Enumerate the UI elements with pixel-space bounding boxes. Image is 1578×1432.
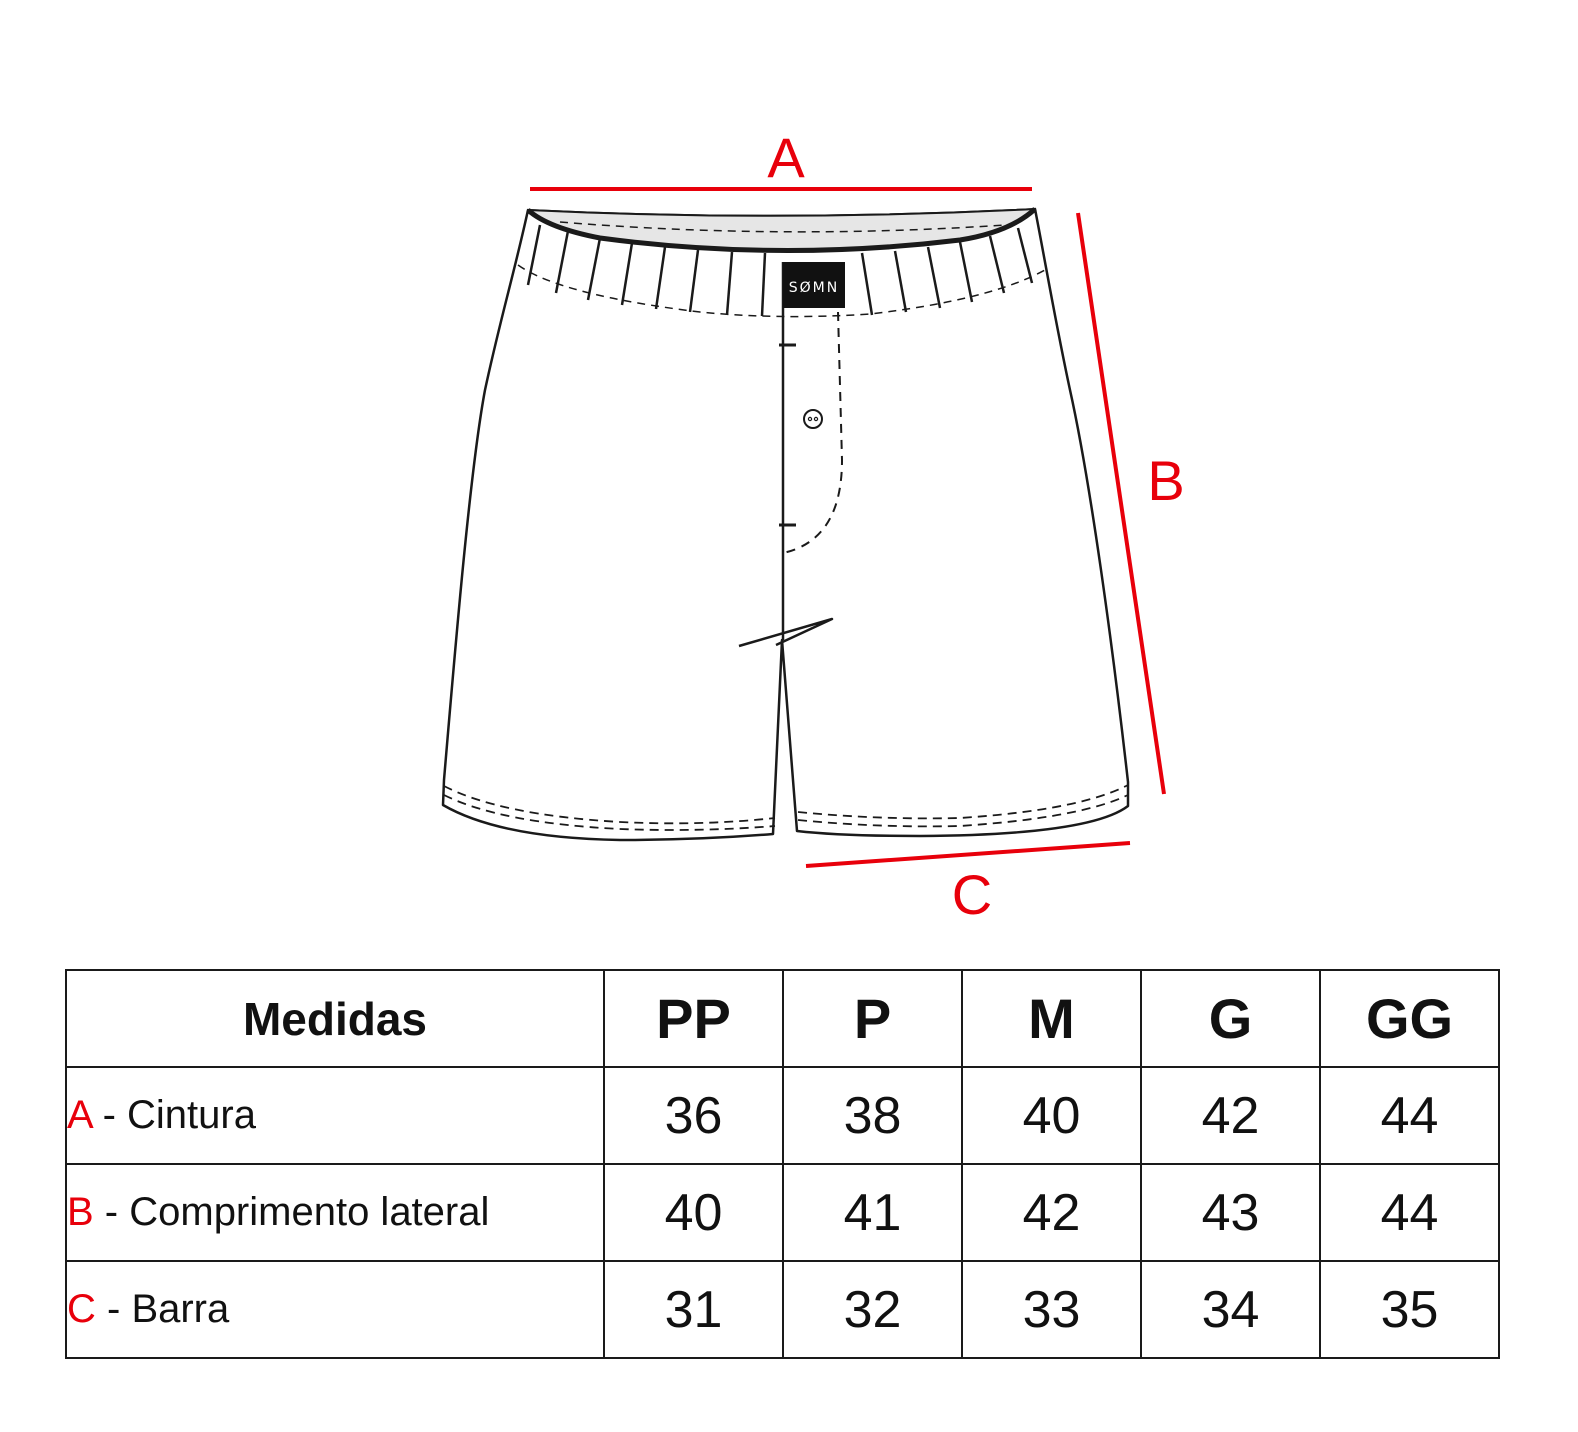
table-cell: 40: [603, 1163, 784, 1262]
shorts-diagram: A B C: [441, 126, 1185, 926]
dimension-line-b: [1076, 212, 1166, 795]
dimension-label-b: B: [1147, 449, 1184, 512]
brand-label-text: SØMN: [789, 280, 839, 296]
table-cell: 42: [1140, 1066, 1321, 1165]
dimension-label-c: C: [952, 863, 992, 926]
size-chart-table: Medidas PP P M G GG A - Cintura 36 38 40…: [65, 969, 1500, 1359]
brand-label: [783, 262, 845, 308]
table-cell: 35: [1319, 1260, 1500, 1359]
row-label-text: - Cintura: [91, 1093, 256, 1137]
row-code: C: [67, 1287, 96, 1331]
table-cell: 31: [603, 1260, 784, 1359]
shorts-drawing: [441, 207, 1130, 842]
table-cell: 32: [782, 1260, 963, 1359]
table-cell: 42: [961, 1163, 1142, 1262]
header-measure: Medidas: [65, 969, 605, 1068]
left-hem-stitch: [443, 785, 776, 825]
dimension-label-a: A: [767, 126, 805, 189]
dimension-line-c: [805, 841, 1131, 868]
table-row: C - Barra 31 32 33 34 35: [65, 1260, 1500, 1359]
fly-stitch: [782, 311, 843, 554]
table-header-row: Medidas PP P M G GG: [65, 969, 1500, 1068]
table-cell: 43: [1140, 1163, 1321, 1262]
button-icon: [803, 409, 823, 429]
header-size-p: P: [782, 969, 963, 1068]
header-size-g: G: [1140, 969, 1321, 1068]
right-hem-stitch: [797, 784, 1129, 820]
table-cell: 44: [1319, 1066, 1500, 1165]
table-cell: 41: [782, 1163, 963, 1262]
row-label-waist: A - Cintura: [65, 1066, 605, 1165]
header-size-gg: GG: [1319, 969, 1500, 1068]
waistband-ribs: [526, 224, 1034, 317]
row-label-hem: C - Barra: [65, 1260, 605, 1359]
row-label-text: - Barra: [95, 1287, 230, 1331]
table-cell: 38: [782, 1066, 963, 1165]
row-code: B: [67, 1190, 94, 1234]
table-cell: 34: [1140, 1260, 1321, 1359]
table-row: B - Comprimento lateral 40 41 42 43 44: [65, 1163, 1500, 1262]
row-code: A: [67, 1093, 92, 1137]
row-label-text: - Comprimento lateral: [93, 1190, 490, 1234]
header-size-pp: PP: [603, 969, 784, 1068]
table-cell: 36: [603, 1066, 784, 1165]
table-cell: 44: [1319, 1163, 1500, 1262]
table-cell: 40: [961, 1066, 1142, 1165]
table-cell: 33: [961, 1260, 1142, 1359]
header-size-m: M: [961, 969, 1142, 1068]
row-label-side-length: B - Comprimento lateral: [65, 1163, 605, 1262]
table-row: A - Cintura 36 38 40 42 44: [65, 1066, 1500, 1165]
